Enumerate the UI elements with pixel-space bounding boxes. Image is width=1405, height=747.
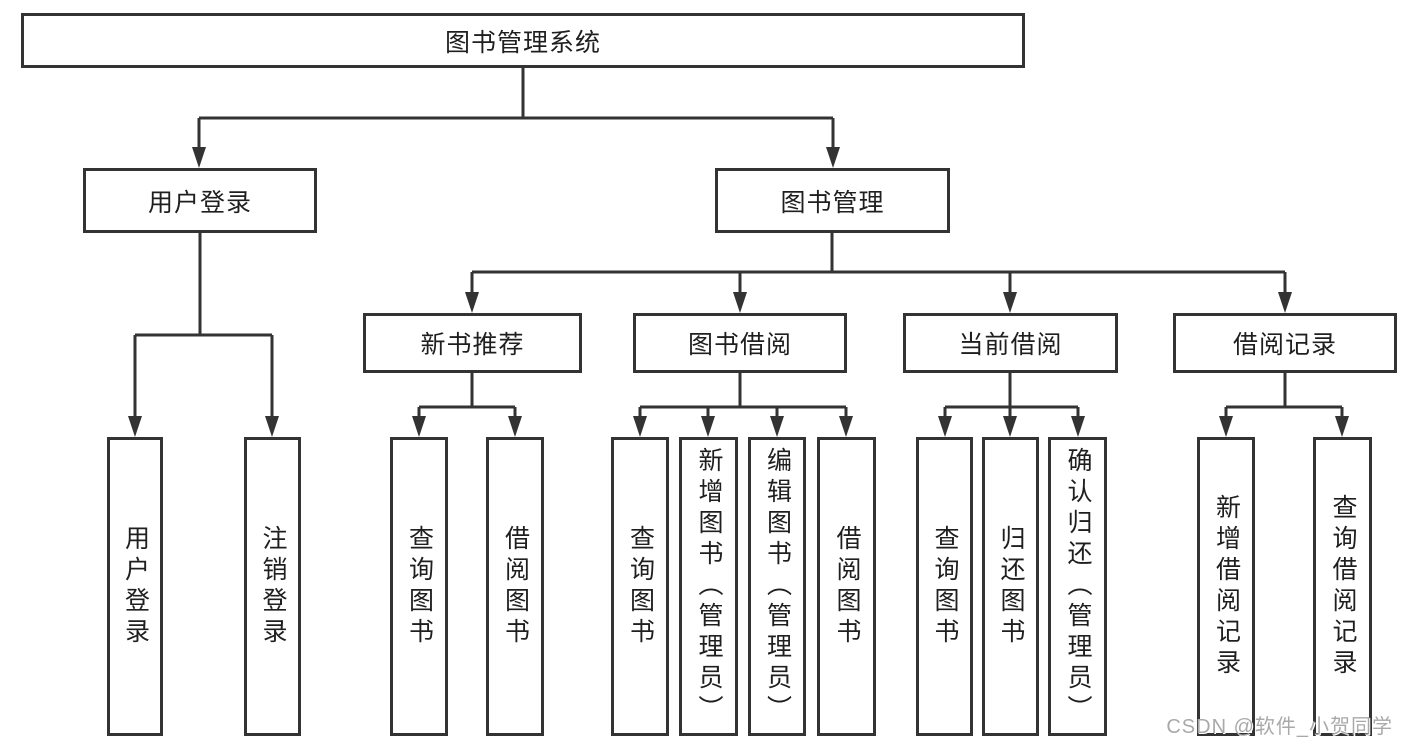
node-label: 用户登录: [121, 524, 150, 649]
arrow-down-icon: [701, 416, 715, 437]
arrow-down-icon: [1071, 416, 1085, 437]
node-label: 新增借阅记录: [1212, 493, 1241, 680]
leaf-query-books-1: 查询图书: [390, 437, 448, 736]
node-label: 查询图书: [626, 524, 655, 649]
node-label: 查询借阅记录: [1329, 493, 1357, 680]
node-label: 图书管理: [780, 188, 885, 217]
node-label: 查询图书: [405, 524, 434, 649]
arrow-down-icon: [412, 416, 426, 437]
node-label: 图书借阅: [687, 331, 792, 359]
arrow-down-icon: [1219, 416, 1233, 437]
arrow-down-icon: [938, 416, 952, 437]
edge-book-mgmt-to-level3: [470, 233, 1287, 297]
node-label: 当前借阅: [958, 331, 1063, 359]
edge-user-login-to-leaves: [133, 233, 274, 421]
node-root-system: 图书管理系统: [21, 13, 1025, 68]
arrow-down-icon: [508, 416, 522, 437]
leaf-borrow-books-2: 借阅图书: [817, 437, 876, 736]
node-label: 归还图书: [997, 524, 1025, 649]
leaf-query-books-2: 查询图书: [611, 437, 669, 736]
node-label: 借阅图书: [501, 524, 530, 649]
leaf-borrow-books-1: 借阅图书: [486, 437, 544, 736]
arrow-down-icon: [633, 416, 647, 437]
arrow-down-icon: [826, 147, 840, 168]
arrowheads: [128, 147, 1349, 437]
leaf-query-books-3: 查询图书: [916, 437, 973, 736]
node-book-borrow: 图书借阅: [633, 313, 847, 373]
leaf-confirm-return-admin: 确认归还（管理员）: [1048, 437, 1107, 736]
arrow-down-icon: [265, 416, 279, 437]
node-label: 借阅记录: [1232, 331, 1337, 359]
node-label: 图书管理系统: [444, 28, 601, 57]
node-label: 注销登录: [259, 524, 287, 649]
leaf-add-borrow-record: 新增借阅记录: [1197, 437, 1255, 736]
node-label: 用户登录: [147, 188, 252, 217]
node-label: 查询图书: [931, 524, 959, 649]
csdn-watermark: CSDN @软件_小贺同学: [1166, 716, 1393, 738]
node-label: 确认归还（管理员）: [1064, 447, 1092, 726]
arrow-down-icon: [733, 292, 747, 313]
node-new-book-recommend: 新书推荐: [363, 313, 582, 373]
arrow-down-icon: [465, 292, 479, 313]
arrow-down-icon: [1278, 292, 1292, 313]
node-label: 新增图书（管理员）: [695, 447, 723, 726]
edge-borrow-records-to-leaves: [1224, 373, 1344, 421]
leaf-user-login: 用户登录: [107, 437, 163, 736]
node-current-borrow: 当前借阅: [903, 313, 1118, 373]
node-user-login: 用户登录: [83, 168, 317, 233]
node-borrow-records: 借阅记录: [1173, 313, 1397, 373]
arrow-down-icon: [1003, 416, 1017, 437]
arrow-down-icon: [839, 416, 853, 437]
leaf-query-borrow-record: 查询借阅记录: [1313, 437, 1372, 736]
node-book-management: 图书管理: [715, 168, 950, 233]
arrow-down-icon: [192, 147, 206, 168]
leaf-logout: 注销登录: [244, 437, 301, 736]
arrow-down-icon: [1335, 416, 1349, 437]
edge-new-books-to-leaves: [417, 373, 517, 421]
node-label: 借阅图书: [833, 524, 861, 649]
arrow-down-icon: [128, 416, 142, 437]
node-label: 新书推荐: [420, 331, 525, 359]
arrow-down-icon: [770, 416, 784, 437]
edge-root-to-level2: [197, 68, 835, 152]
edge-current-borrow-to-leaves: [943, 373, 1080, 421]
edge-book-borrow-to-leaves: [638, 373, 848, 421]
leaf-add-books-admin: 新增图书（管理员）: [679, 437, 738, 736]
leaf-edit-books-admin: 编辑图书（管理员）: [748, 437, 806, 736]
arrow-down-icon: [1003, 292, 1017, 313]
leaf-return-books: 归还图书: [982, 437, 1039, 736]
node-label: 编辑图书（管理员）: [763, 447, 792, 726]
